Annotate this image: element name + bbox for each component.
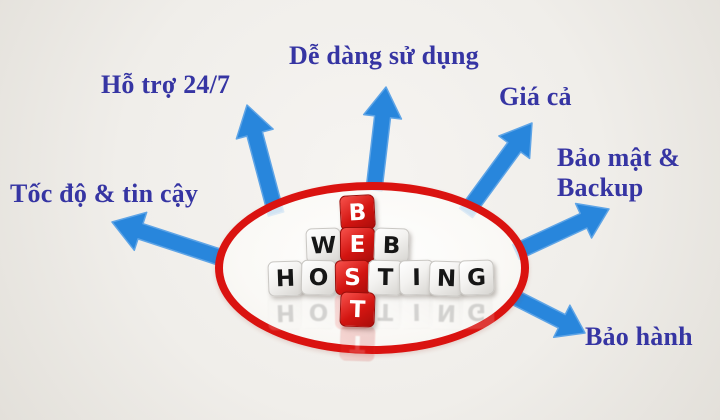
die-g: G — [458, 259, 495, 296]
die-w: W — [305, 227, 342, 264]
die-reflection-o: O — [300, 293, 337, 330]
arrow-to-price — [458, 122, 533, 219]
die-e: E — [340, 227, 375, 262]
label-warranty: Bảo hành — [585, 322, 693, 351]
die-b: B — [339, 194, 376, 231]
arrow-to-security-backup — [511, 202, 610, 261]
arrow-to-warranty — [507, 288, 586, 339]
die-b: B — [373, 227, 410, 264]
die-h: H — [267, 260, 304, 297]
label-security-backup: Bảo mật & Backup — [557, 143, 681, 203]
die-t: T — [339, 291, 376, 328]
arrow-to-speed-reliability — [111, 211, 226, 267]
label-support-247: Hỗ trợ 24/7 — [101, 70, 231, 99]
arrow-to-ease-of-use — [362, 86, 403, 192]
die-reflection-g: G — [458, 293, 495, 330]
label-speed-reliability: Tốc độ & tin cậy — [10, 179, 199, 208]
label-ease-of-use: Dễ dàng sử dụng — [289, 41, 479, 70]
label-price: Giá cả — [499, 82, 572, 111]
arrow-to-support-247 — [235, 104, 285, 217]
die-reflection-t: T — [339, 325, 376, 362]
die-reflection-h: H — [267, 294, 304, 331]
die-o: O — [300, 259, 337, 296]
die-s: S — [334, 259, 371, 296]
